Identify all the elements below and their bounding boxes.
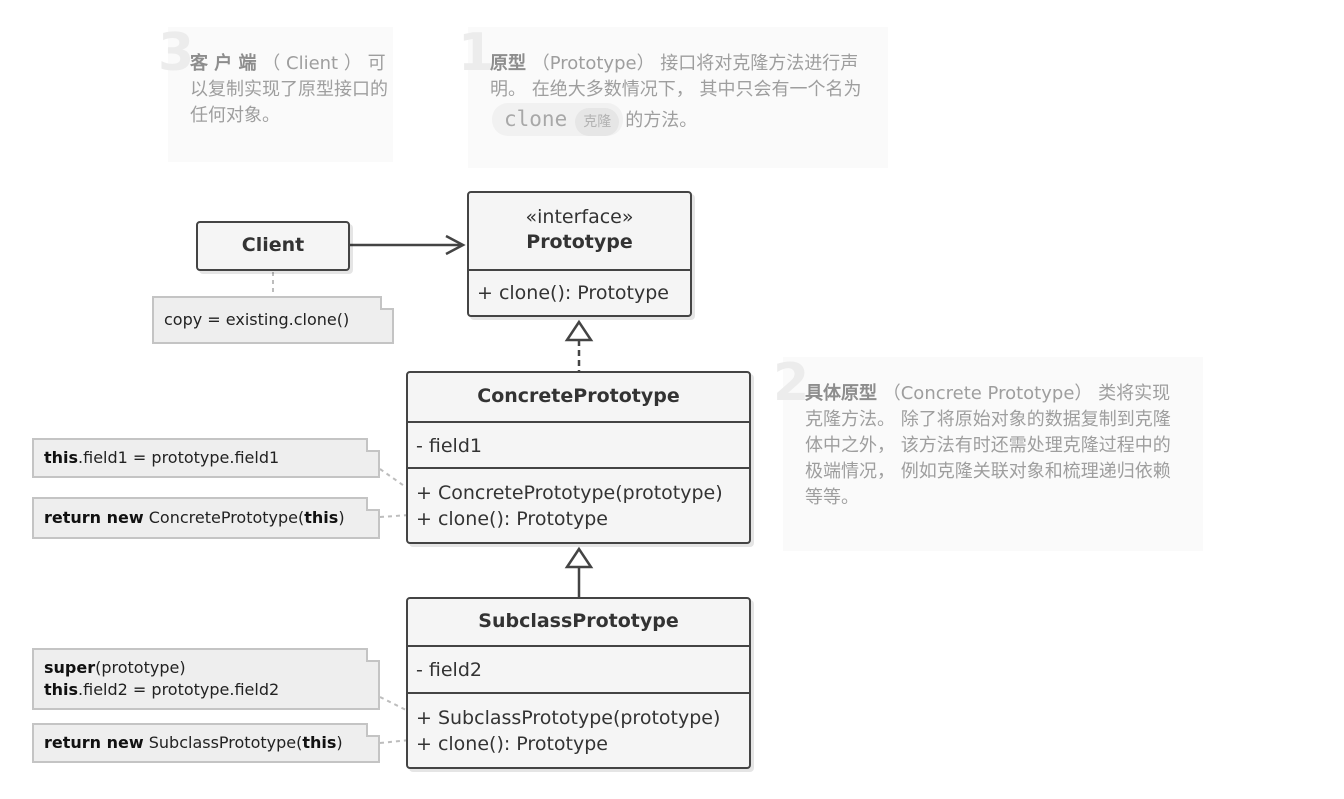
note-text: .field1 = prototype.field1 [78, 448, 280, 467]
callout-after-code: 的方法。 [625, 110, 698, 131]
subclass-clone-note: return new SubclassPrototype(this) [32, 723, 380, 763]
concrete-clone-note-connector [379, 514, 411, 518]
note-text: ) [338, 508, 345, 527]
callout-body: （Prototype） 接口将对克隆方法进行声明。 在绝大多数情况下， 其中只会… [490, 53, 862, 100]
association-arrowhead [445, 234, 466, 256]
code-text: clone [504, 107, 568, 131]
concrete-prototype-class: ConcretePrototype - field1 + ConcretePro… [406, 371, 751, 544]
note-text: copy = existing.clone() [164, 310, 350, 329]
field: - field2 [416, 659, 482, 681]
method: + ConcretePrototype(prototype) [416, 482, 723, 504]
realization-arrowhead [564, 319, 594, 342]
note-fold [366, 648, 380, 662]
callout-body: 可以复制实现了原型接口的任何对象。 [190, 53, 388, 126]
note-text: .field2 = prototype.field2 [78, 680, 280, 699]
clone-code-pill: clone 克隆 [492, 103, 624, 136]
callout-number: 3 [158, 23, 195, 83]
callout-title: 原型 [490, 53, 526, 74]
subclass-prototype-class: SubclassPrototype - field2 + SubclassPro… [406, 597, 751, 769]
subclass-ctor-note: super(prototype) this.field2 = prototype… [32, 648, 380, 710]
note-fold [366, 497, 380, 511]
note-fold [366, 723, 380, 737]
method: + clone(): Prototype [477, 282, 669, 304]
inheritance-arrowhead [564, 546, 594, 569]
note-text: SubclassPrototype( [143, 733, 303, 752]
callout-client: 3 客 户 端 （ Client ） 可以复制实现了原型接口的任何对象。 [158, 27, 393, 162]
code-tag: 克隆 [575, 108, 620, 136]
callout-title: 具体原型 [805, 383, 877, 404]
field: - field1 [416, 435, 482, 457]
callout-prototype: 1 原型 （Prototype） 接口将对克隆方法进行声明。 在绝大多数情况下，… [458, 27, 888, 168]
callout-title: 客 户 端 [190, 53, 257, 74]
note-keyword: this [304, 508, 339, 527]
method: + SubclassPrototype(prototype) [416, 707, 721, 729]
note-fold [366, 438, 380, 452]
stereotype: «interface» [525, 206, 634, 228]
callout-body: （Concrete Prototype） 类将实现克隆方法。 除了将原始对象的数… [805, 383, 1171, 508]
note-keyword: super [44, 658, 96, 677]
concrete-clone-note: return new ConcretePrototype(this) [32, 497, 380, 539]
note-keyword: this [44, 448, 79, 467]
subclass-ctor-note-connector [379, 696, 411, 713]
client-note: copy = existing.clone() [152, 296, 394, 344]
callout-number: 1 [458, 23, 495, 83]
callout-number: 2 [773, 353, 810, 413]
note-text: ) [336, 733, 343, 752]
note-fold [380, 296, 394, 310]
method: + clone(): Prototype [416, 508, 608, 530]
concrete-ctor-note: this.field1 = prototype.field1 [32, 438, 380, 478]
method: + clone(): Prototype [416, 733, 608, 755]
prototype-interface: «interface» Prototype + clone(): Prototy… [467, 191, 692, 317]
class-name: Prototype [526, 231, 633, 253]
callout-concrete: 2 具体原型 （Concrete Prototype） 类将实现克隆方法。 除了… [773, 357, 1203, 551]
note-keyword: return new [44, 508, 144, 527]
client-class: Client [196, 221, 350, 271]
callout-title-suffix: （ Client ） [262, 53, 362, 74]
note-keyword: this [44, 680, 79, 699]
class-name: SubclassPrototype [478, 610, 679, 632]
note-keyword: this [302, 733, 337, 752]
class-name: Client [241, 234, 305, 256]
class-name: ConcretePrototype [477, 385, 680, 407]
concrete-ctor-note-connector [379, 468, 411, 491]
note-text: (prototype) [95, 658, 186, 677]
note-text: ConcretePrototype( [143, 508, 305, 527]
note-keyword: return new [44, 733, 144, 752]
subclass-clone-note-connector [379, 739, 411, 744]
